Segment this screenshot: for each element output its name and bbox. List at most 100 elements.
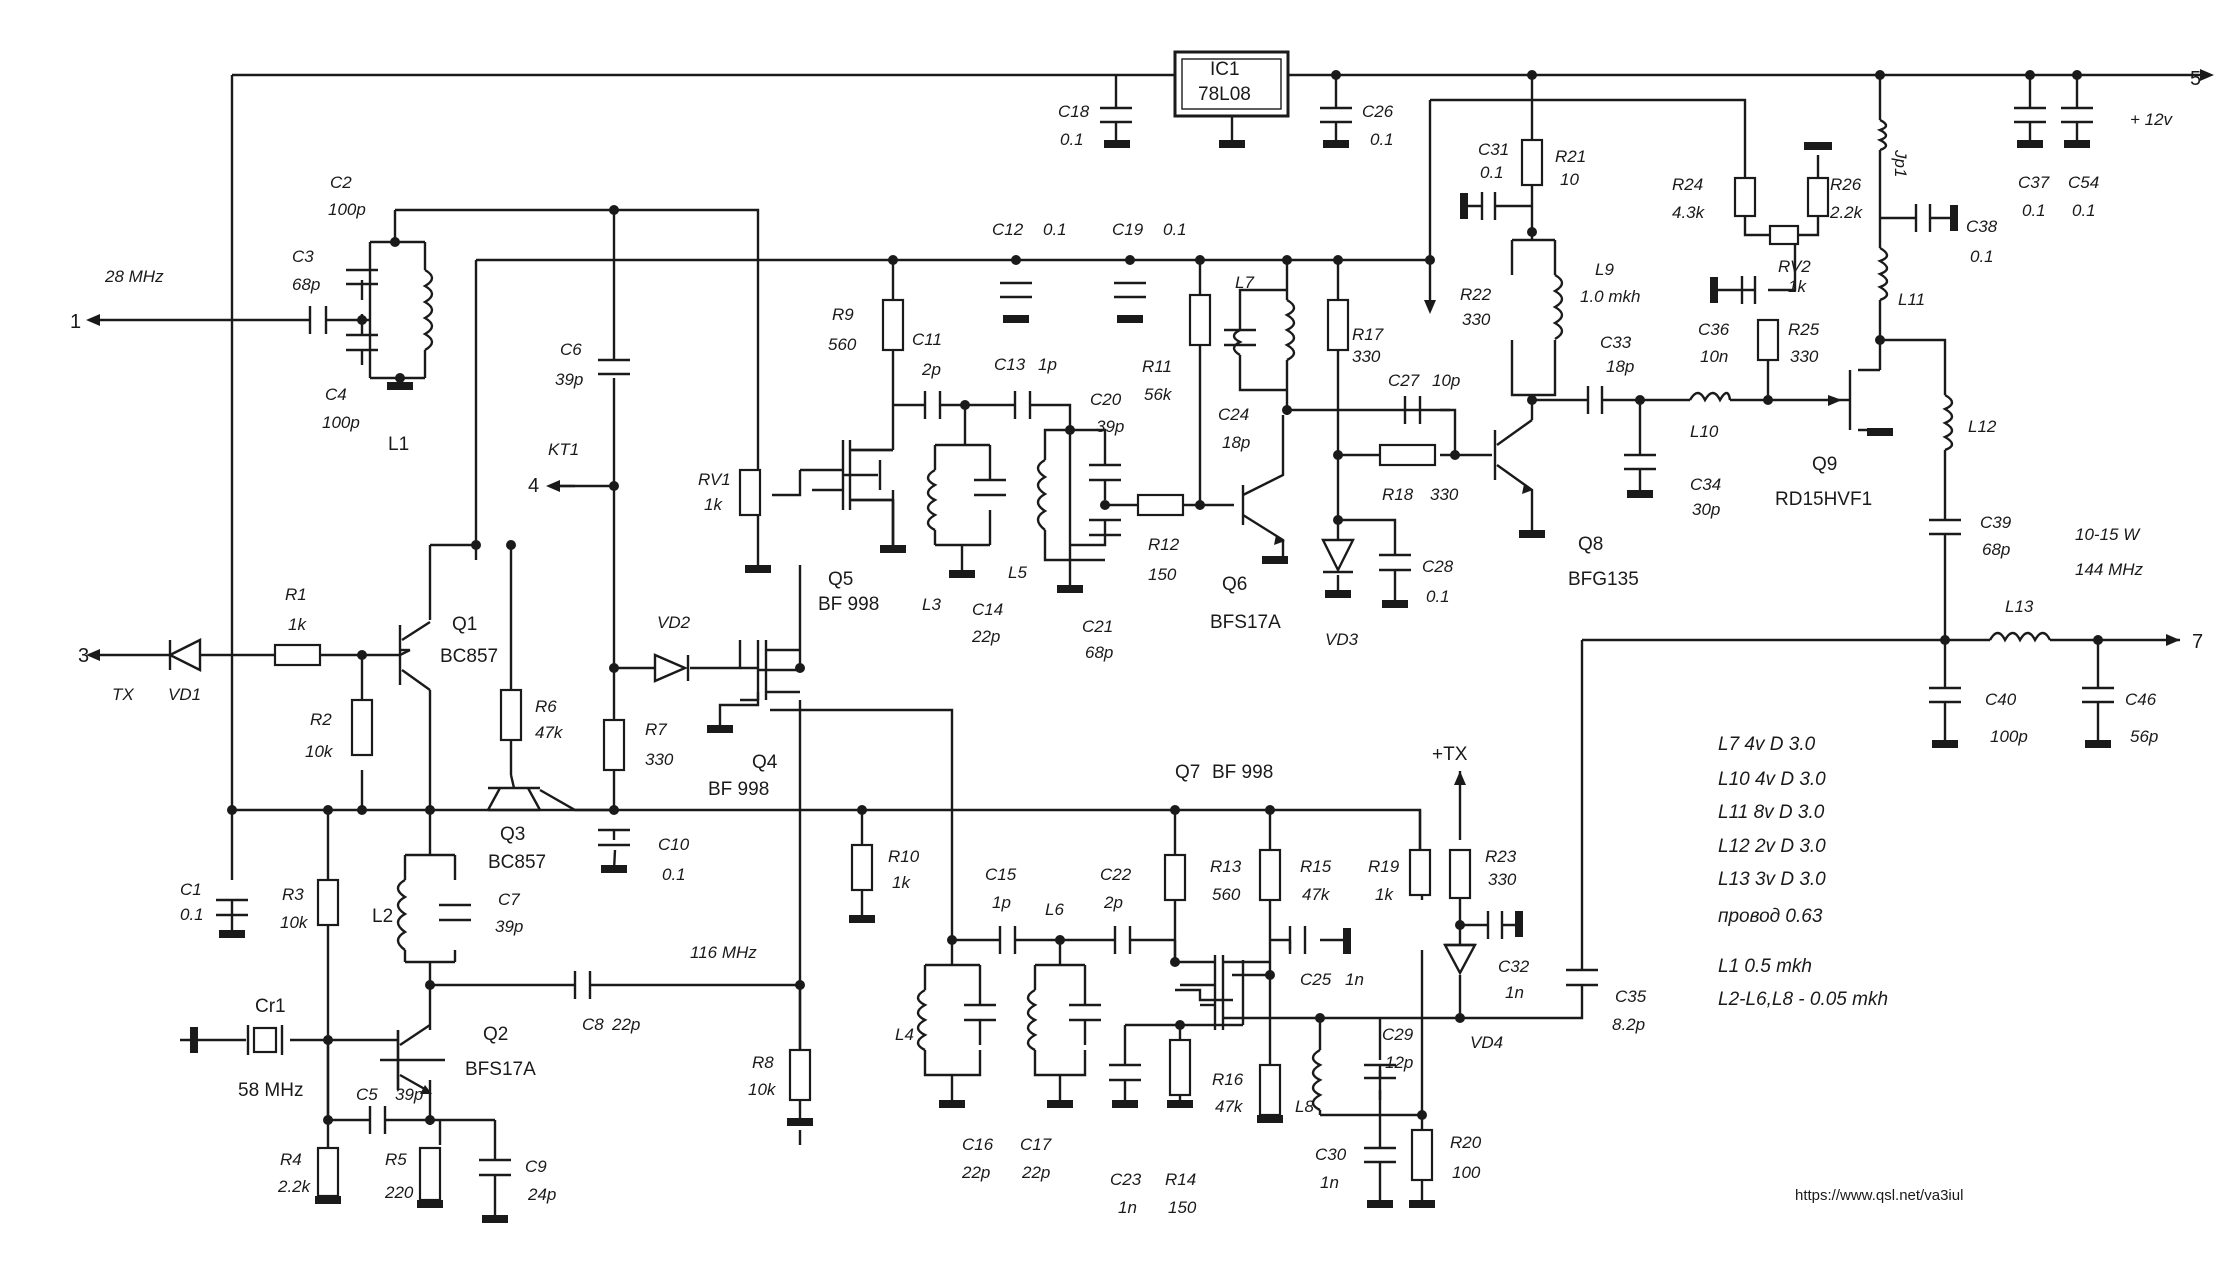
capacitor-c21 [1089, 518, 1121, 537]
resistor-r16 [1258, 1063, 1282, 1117]
l3-label: L3 [922, 595, 941, 614]
resistor-r15 [1258, 848, 1282, 902]
q1-label: Q1 [452, 614, 477, 635]
capacitor-c36 [1740, 276, 1757, 304]
c2-value: 100p [328, 200, 366, 219]
junction-dot [795, 980, 805, 990]
ground-icon [1257, 1115, 1283, 1123]
inductor-l13 [1988, 631, 2052, 643]
q2-label: Q2 [483, 1024, 508, 1045]
ground-icon [1409, 1200, 1435, 1208]
ground-icon [1932, 740, 1958, 748]
resistor-r14 [1168, 1038, 1192, 1097]
capacitor-c13 [1013, 391, 1032, 419]
r24-value: 4.3k [1672, 203, 1706, 222]
inductor-l1 [422, 268, 434, 352]
c20-label: C20 [1090, 390, 1122, 409]
c40-label: C40 [1985, 690, 2017, 709]
junction-dot [1763, 395, 1773, 405]
r7-label: R7 [645, 720, 667, 739]
c2-label: C2 [330, 173, 352, 192]
q9-label: Q9 [1812, 454, 1837, 475]
r26-label: R26 [1830, 175, 1862, 194]
vd1-label: VD1 [168, 685, 201, 704]
ground-icon [1323, 140, 1349, 148]
capacitor-c37 [2014, 106, 2046, 124]
c4-value: 100p [322, 413, 360, 432]
c11-value: 2p [921, 360, 941, 379]
inductors [396, 118, 2052, 1112]
capacitor-c20 [1089, 463, 1121, 482]
transistor-q1 [398, 620, 431, 691]
capacitor-c3 [308, 306, 328, 334]
transistor-q2 [396, 1024, 432, 1094]
ic1-value: 78L08 [1198, 84, 1251, 105]
r1-label: R1 [285, 585, 307, 604]
c32-value: 1n [1505, 983, 1524, 1002]
q2-value: BFS17A [465, 1059, 536, 1080]
capacitor-c22 [1113, 926, 1132, 954]
c10-label: C10 [658, 835, 690, 854]
cr1-value: 58 MHz [238, 1080, 303, 1101]
l5-label: L5 [1008, 563, 1027, 582]
r10-value: 1k [892, 873, 911, 892]
r6-label: R6 [535, 697, 557, 716]
c8-label: C8 [582, 1015, 604, 1034]
q4-label: Q4 [752, 752, 778, 773]
ground-icon [939, 1100, 965, 1108]
junction-dot [609, 481, 619, 491]
junction-dot [1940, 635, 1950, 645]
capacitor-c27 [1403, 396, 1422, 424]
capacitor-c28 [1379, 553, 1411, 572]
wires [100, 73, 2180, 1215]
ground-icon [219, 930, 245, 938]
junction-dot [1125, 255, 1135, 265]
r8-label: R8 [752, 1053, 774, 1072]
inductor-l3 [926, 468, 938, 532]
rv1-value: 1k [704, 495, 723, 514]
source-url[interactable]: https://www.qsl.net/va3iul [1795, 1187, 1963, 1204]
capacitor-c46 [2082, 686, 2114, 704]
r6-value: 47k [535, 723, 564, 742]
ground-icon [387, 382, 413, 390]
q5-label: Q5 [828, 569, 853, 590]
junction-dot [425, 1115, 435, 1125]
junction-dot [1333, 515, 1343, 525]
text-labels: 1 28 MHz 3 TX 4 KT1 5 + 12v 7 IC1 78L08 … [70, 59, 2203, 1217]
junction-dot [1175, 1020, 1185, 1030]
resistor-r25 [1756, 318, 1780, 362]
terminal-5-num: 5 [2190, 68, 2201, 90]
diode-vd2 [653, 653, 690, 683]
q3-value: BC857 [488, 852, 546, 873]
capacitor-c7 [439, 903, 471, 922]
c39-value: 68p [1982, 540, 2010, 559]
l1-label: L1 [388, 434, 409, 455]
ground-icon [1460, 193, 1468, 219]
transistor-q5 [800, 440, 895, 545]
ground-icon [1867, 428, 1893, 436]
junction-dot [947, 935, 957, 945]
resistor-r24 [1733, 176, 1757, 218]
c35-label: C35 [1615, 987, 1647, 1006]
c46-value: 56p [2130, 727, 2158, 746]
r13-label: R13 [1210, 857, 1242, 876]
resistor-r9 [881, 298, 905, 352]
ground-icon [1710, 277, 1718, 303]
r14-value: 150 [1168, 1198, 1197, 1217]
junction-dot [1333, 450, 1343, 460]
freq-out-label: 144 MHz [2075, 560, 2144, 579]
capacitor-c15 [998, 926, 1017, 954]
c33-label: C33 [1600, 333, 1632, 352]
junction-dot [1055, 935, 1065, 945]
r11-label: R11 [1142, 357, 1172, 376]
crystal-cr1 [246, 1025, 284, 1055]
ground-icon [315, 1196, 341, 1204]
q7-label: Q7 [1175, 762, 1200, 783]
junction-dot [1417, 1110, 1427, 1120]
junction-dot [2025, 70, 2035, 80]
coil-note: L13 3v D 3.0 [1718, 869, 1826, 890]
q8-label: Q8 [1578, 534, 1603, 555]
resistor-r8 [788, 1048, 812, 1102]
r7-value: 330 [645, 750, 674, 769]
